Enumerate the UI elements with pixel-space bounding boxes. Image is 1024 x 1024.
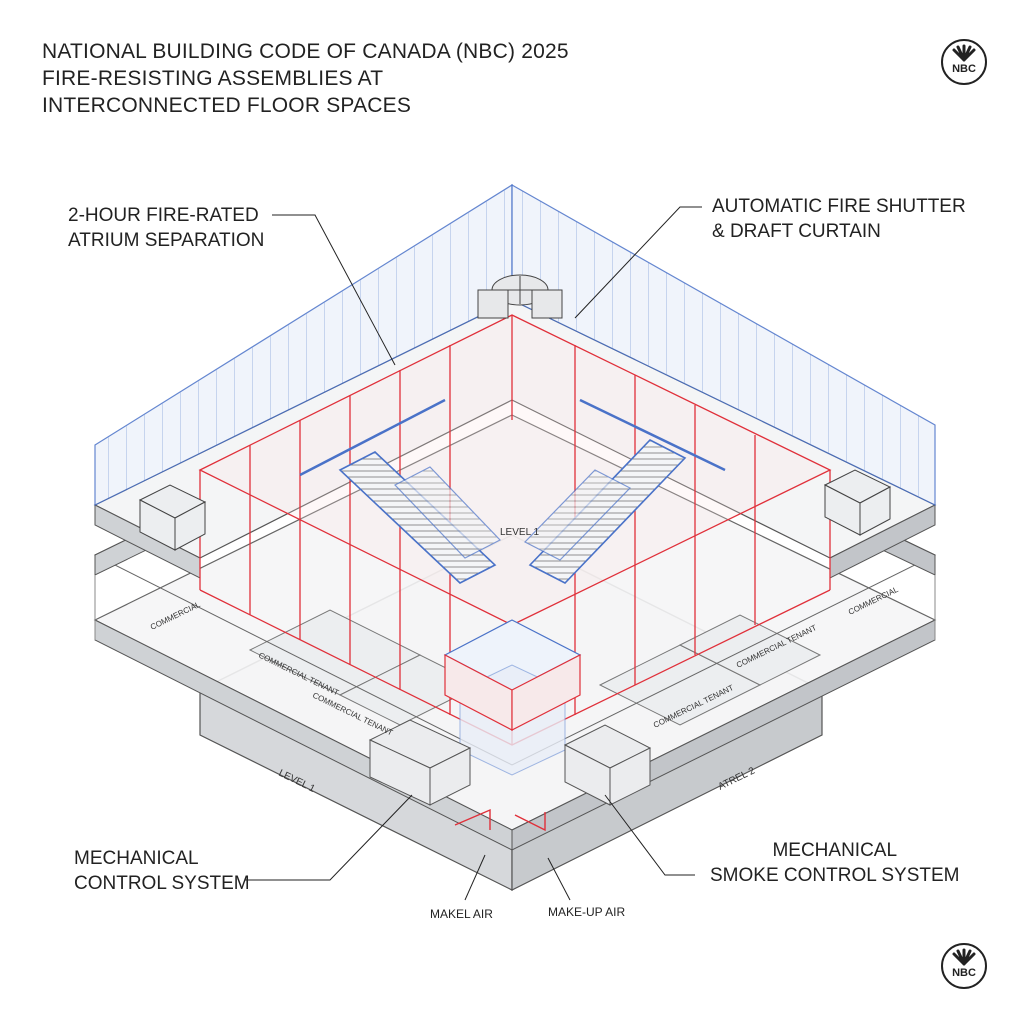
- label-level-center: LEVEL 1: [500, 527, 540, 538]
- callout-mech-left-line-2: CONTROL SYSTEM: [74, 873, 250, 894]
- mech-unit-right-upper: [823, 469, 892, 536]
- label-make-up-air-right: MAKE-UP AIR: [548, 905, 626, 919]
- title-line-1: NATIONAL BUILDING CODE OF CANADA (NBC) 2…: [42, 40, 569, 63]
- peacock-icon: NBC: [941, 39, 987, 85]
- curtain-wall-right: [511, 183, 936, 506]
- escalator-left: [338, 451, 501, 584]
- nbc-logo-top: NBC: [940, 38, 988, 86]
- callout-mech-left-line-1: MECHANICAL: [74, 848, 199, 869]
- logo-text: NBC: [952, 967, 976, 979]
- tenant-partitions: [248, 609, 822, 726]
- leader-lines: [245, 206, 702, 901]
- callout-mech-right-line-2: SMOKE CONTROL SYSTEM: [710, 865, 960, 886]
- mech-unit-right-ground: [563, 724, 652, 806]
- callout-shutter-line-1: AUTOMATIC FIRE SHUTTER: [712, 196, 966, 217]
- nbc-logo-bottom: NBC: [940, 942, 988, 990]
- callout-smoke-control: MECHANICAL SMOKE CONTROL SYSTEM: [710, 838, 960, 888]
- callout-mechanical-control: MECHANICAL CONTROL SYSTEM: [74, 846, 250, 896]
- callout-atrium-line-2: ATRIUM SEPARATION: [68, 230, 265, 251]
- title-line-2: FIRE-RESISTING ASSEMBLIES AT: [42, 67, 384, 90]
- callout-mech-right-line-1: MECHANICAL: [772, 840, 898, 861]
- logo-text: NBC: [952, 63, 976, 75]
- atrium-core: [443, 619, 582, 776]
- diagram-title: NATIONAL BUILDING CODE OF CANADA (NBC) 2…: [42, 38, 742, 119]
- escalator-right: [524, 439, 687, 584]
- callout-fire-shutter: AUTOMATIC FIRE SHUTTER & DRAFT CURTAIN: [712, 194, 966, 244]
- callout-atrium-line-1: 2-HOUR FIRE-RATED: [68, 205, 259, 226]
- fire-shutter-rails: [299, 398, 726, 477]
- callout-atrium-separation: 2-HOUR FIRE-RATED ATRIUM SEPARATION: [68, 203, 264, 253]
- title-line-3: INTERCONNECTED FLOOR SPACES: [42, 94, 412, 117]
- mech-unit-left-ground: [368, 719, 472, 806]
- mech-unit-left-upper: [138, 484, 207, 551]
- callout-shutter-line-2: & DRAFT CURTAIN: [712, 221, 881, 242]
- rooftop-fan-unit: [477, 274, 563, 319]
- peacock-icon: NBC: [941, 943, 987, 989]
- label-make-up-air-left: MAKEL AIR: [430, 907, 493, 921]
- make-up-air-dampers: [454, 808, 546, 832]
